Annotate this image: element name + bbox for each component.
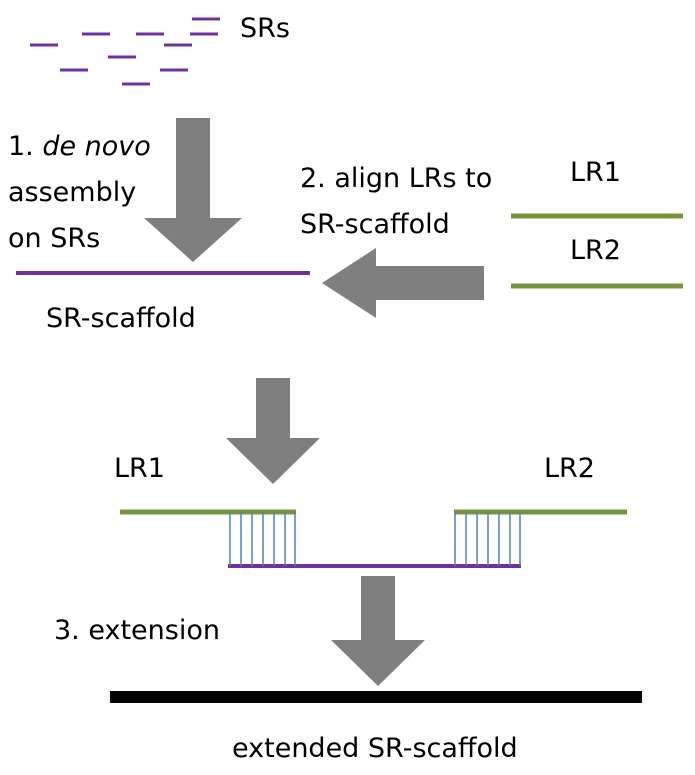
- step2-label-line1: 2. align LRs to: [300, 163, 493, 194]
- short-reads: [30, 17, 220, 86]
- sr-scaffold-label: SR-scaffold: [46, 303, 196, 334]
- arrow-down-extension: [331, 576, 425, 686]
- lr1-bottom-label: LR1: [114, 453, 165, 484]
- lr2-top-label: LR2: [570, 235, 621, 266]
- lr2-bottom-label: LR2: [544, 453, 595, 484]
- step1-number: 1.: [8, 131, 43, 162]
- step2-label-line2: SR-scaffold: [300, 209, 450, 240]
- step1-label-line1: 1. de novo: [8, 130, 151, 164]
- arrow-down-result: [226, 378, 320, 484]
- step3-label: 3. extension: [54, 615, 220, 646]
- arrow-down-assembly: [144, 118, 242, 262]
- srs-label: SRs: [240, 13, 290, 44]
- arrow-left-align: [322, 248, 484, 318]
- lr1-top-label: LR1: [570, 157, 621, 188]
- alignment-links-right: [454, 512, 521, 566]
- step1-label-line3: on SRs: [8, 223, 101, 254]
- step1-label-line2: assembly: [8, 177, 137, 208]
- step1-italic: de novo: [42, 131, 151, 162]
- extended-scaffold-label: extended SR-scaffold: [232, 733, 518, 764]
- alignment-links-left: [229, 512, 296, 566]
